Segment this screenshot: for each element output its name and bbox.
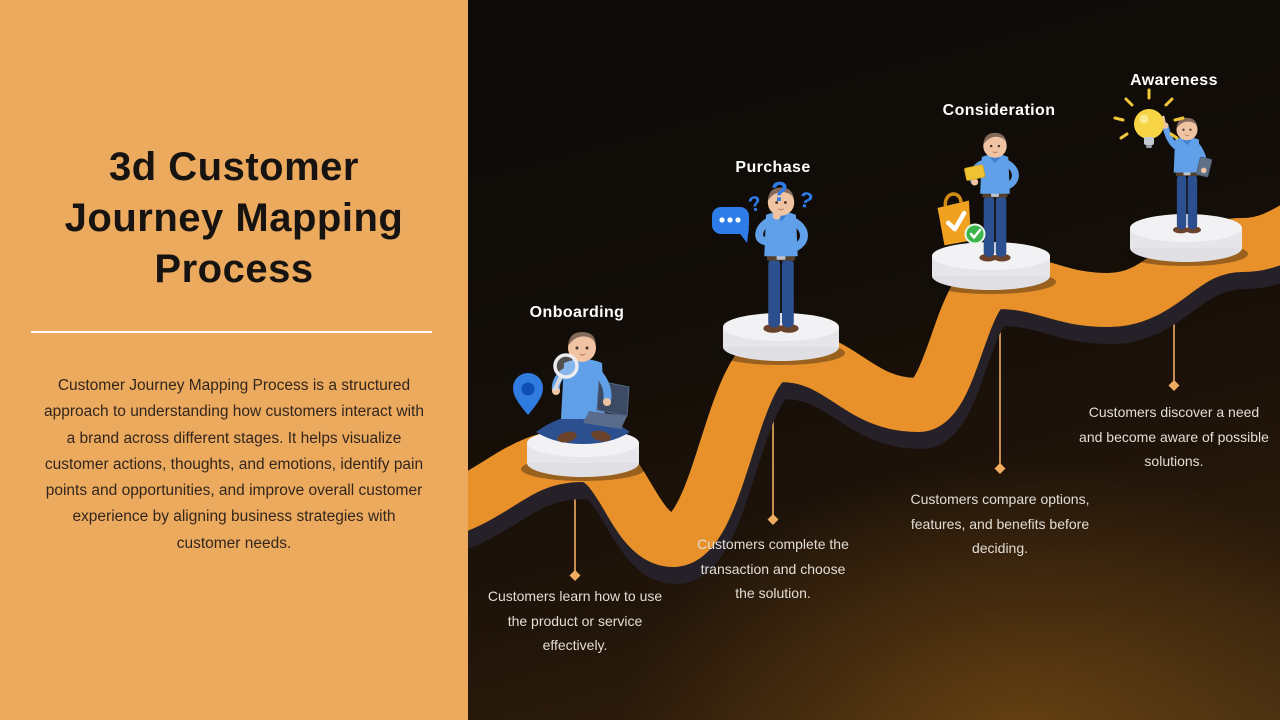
svg-text:?: ? bbox=[771, 176, 788, 207]
awareness-character bbox=[1161, 115, 1213, 234]
check-badge-icon bbox=[964, 223, 986, 245]
tablet-icon bbox=[1196, 156, 1213, 178]
left-title-panel: 3d Customer Journey Mapping Process Cust… bbox=[0, 0, 468, 720]
purchase-character bbox=[755, 187, 808, 334]
journey-road-graphic: ? ? ? bbox=[468, 88, 1280, 584]
stage-desc-onboarding: Customers learn how to use the product o… bbox=[487, 588, 663, 653]
consideration-character bbox=[964, 132, 1019, 263]
svg-text:?: ? bbox=[797, 186, 815, 213]
platform-consideration bbox=[926, 242, 1056, 294]
card-icon bbox=[964, 164, 986, 181]
stage-desc-awareness: Customers discover a need and become awa… bbox=[1079, 404, 1269, 469]
page-title-line1: 3d Customer bbox=[109, 145, 359, 189]
stage-label-awareness: Awareness bbox=[1130, 72, 1218, 89]
question-marks-icon: ? ? ? bbox=[746, 176, 815, 217]
stage-label-consideration: Consideration bbox=[942, 102, 1056, 119]
lightbulb-icon bbox=[1113, 88, 1185, 148]
magnifier-icon bbox=[553, 353, 579, 391]
svg-text:?: ? bbox=[746, 192, 763, 217]
stage-label-purchase: Purchase bbox=[735, 159, 811, 176]
title-divider bbox=[31, 331, 432, 333]
page-title: 3d Customer Journey Mapping Process bbox=[12, 142, 456, 295]
stage-desc-consideration: Customers compare options, features, and… bbox=[910, 491, 1090, 556]
onboarding-character bbox=[536, 332, 630, 444]
page-title-line3: Process bbox=[154, 247, 314, 291]
connector-diamonds bbox=[569, 380, 1180, 581]
stage-desc-purchase: Customers complete the transaction and c… bbox=[697, 536, 849, 601]
chat-bubble-icon bbox=[712, 207, 749, 243]
stage-label-onboarding: Onboarding bbox=[529, 304, 625, 321]
shopping-bag-icon bbox=[937, 192, 972, 246]
page-title-line2: Journey Mapping bbox=[64, 196, 404, 240]
slide-description: Customer Journey Mapping Process is a st… bbox=[44, 377, 424, 552]
location-pin-icon bbox=[513, 373, 543, 415]
journey-map-panel: ? ? ? bbox=[468, 0, 1280, 720]
platform-purchase bbox=[717, 313, 845, 365]
